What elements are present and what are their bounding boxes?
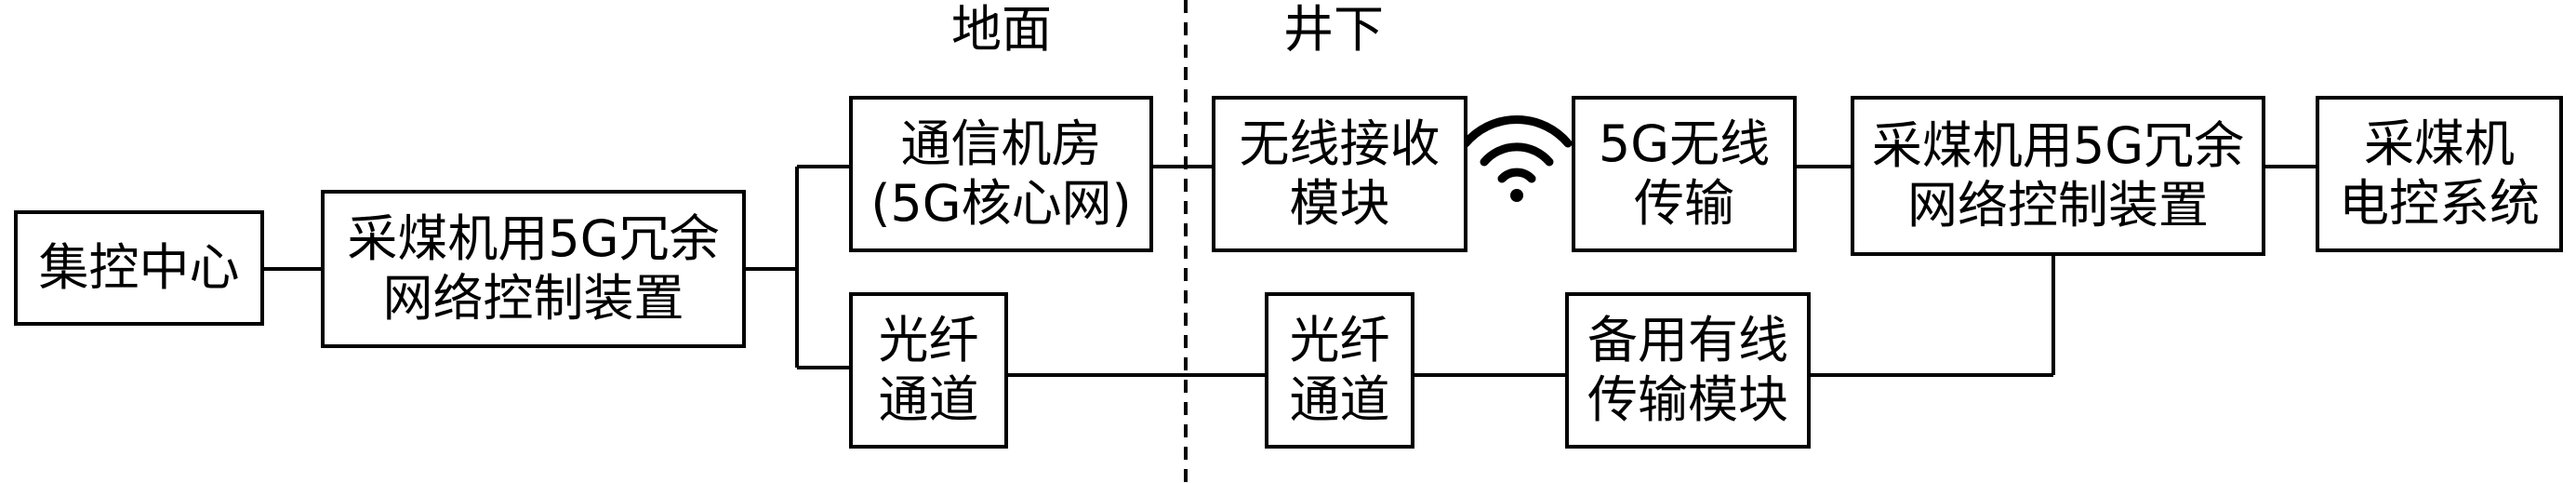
- box-backup-wired-module: 备用有线 传输模块: [1565, 292, 1811, 449]
- zone-label-surface: 地面: [951, 0, 1052, 59]
- box-wireless-receiver: 无线接收 模块: [1212, 96, 1467, 252]
- box-5g-wireless-transmission: 5G无线 传输: [1572, 96, 1797, 252]
- box-underground-network-controller: 采煤机用5G冗余 网络控制装置: [1851, 96, 2265, 256]
- box-fiber-channel-surface: 光纤 通道: [849, 292, 1008, 449]
- box-control-center: 集控中心: [14, 210, 264, 326]
- box-fiber-channel-underground: 光纤 通道: [1265, 292, 1414, 449]
- wifi-icon: [1461, 114, 1573, 202]
- box-shearer-control-system: 采煤机 电控系统: [2316, 96, 2563, 252]
- zone-label-underground: 井下: [1283, 0, 1384, 59]
- box-surface-network-controller: 采煤机用5G冗余 网络控制装置: [321, 190, 746, 348]
- box-communication-room: 通信机房 (5G核心网): [849, 96, 1153, 252]
